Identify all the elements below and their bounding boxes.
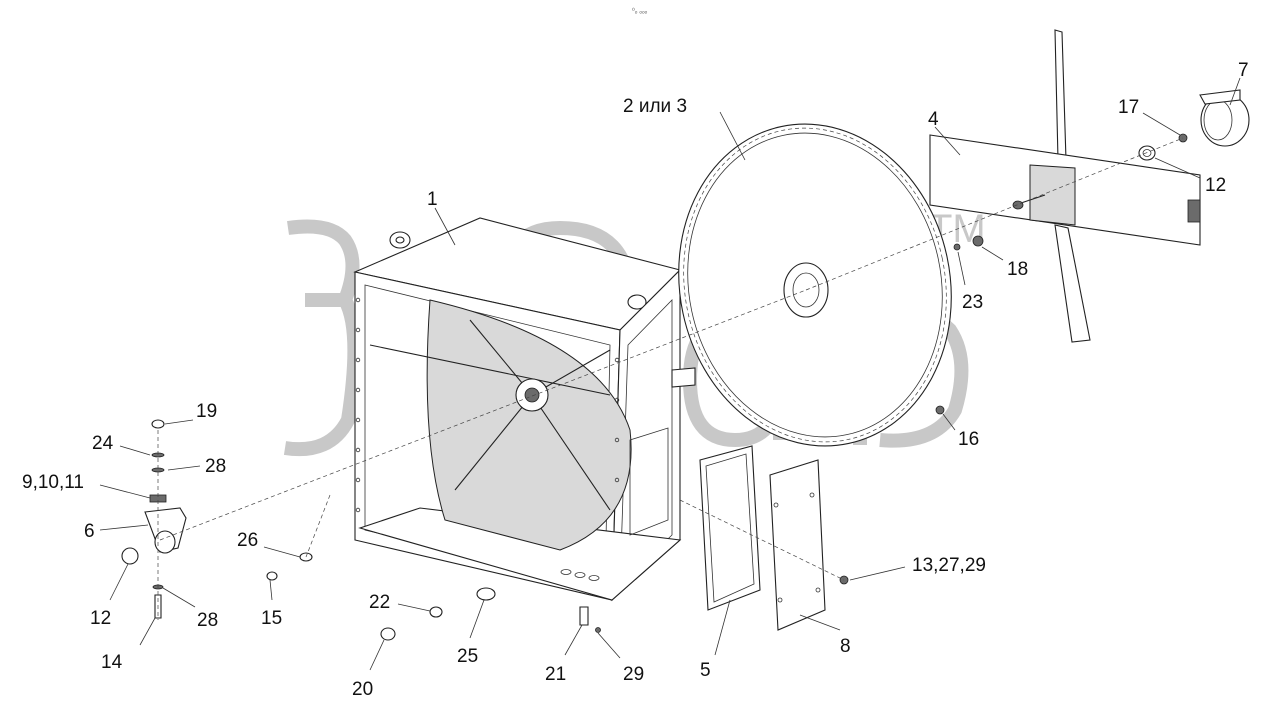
part-29-nut — [595, 627, 601, 633]
callout-8: 8 — [840, 636, 851, 657]
callout-5: 5 — [700, 660, 711, 681]
left-mount-assembly — [121, 419, 187, 620]
part-7-clamp — [1199, 89, 1250, 147]
shroud-center-hole — [792, 272, 820, 308]
callout-1: 1 — [427, 189, 438, 210]
lifting-eye-right — [627, 294, 647, 310]
callout-22: 22 — [369, 592, 390, 613]
part-21-bolt — [579, 606, 589, 626]
part-18-nut — [972, 235, 984, 247]
callout-29: 29 — [623, 664, 644, 685]
shroud-ring-inner — [687, 132, 943, 438]
cover-plate — [769, 459, 826, 631]
part-20-nut — [380, 627, 396, 641]
callout-17: 17 — [1118, 97, 1139, 118]
watermark-glyph-1 — [283, 219, 362, 457]
axis-fan — [805, 137, 1184, 291]
callout-13-27-29: 13,27,29 — [912, 555, 986, 576]
bottom-hole-3 — [588, 575, 600, 581]
axis-13 — [679, 499, 845, 581]
fan-blade-upper — [1054, 29, 1067, 161]
callout-14: 14 — [101, 652, 123, 673]
part-8-cover — [769, 459, 826, 631]
clamp-tab — [1199, 89, 1241, 105]
shroud-bolt-circle — [683, 127, 947, 443]
fan-hub — [1029, 164, 1076, 226]
part-12-bushing-right — [1138, 145, 1156, 161]
callout-21: 21 — [545, 664, 566, 685]
housing-bottom — [358, 507, 682, 601]
fan-blade-lower — [1054, 224, 1091, 343]
spoke-3 — [454, 394, 533, 491]
callout-6: 6 — [84, 521, 95, 542]
part-1-housing — [353, 217, 696, 602]
fan-shroud — [426, 299, 632, 551]
callout-24: 24 — [92, 433, 114, 454]
fan-bolt-head — [1012, 200, 1024, 210]
bottom-hole-1 — [560, 569, 572, 575]
callout-28-lower: 28 — [197, 610, 218, 631]
spoke-4 — [531, 394, 611, 511]
callout-labels: 1 2 или 3 4 7 17 12 18 23 16 19 24 28 9,… — [22, 60, 1249, 700]
part-22-washer — [429, 606, 443, 618]
part-19-nut — [151, 419, 165, 429]
callout-2-or-3: 2 или 3 — [623, 96, 687, 117]
callout-18: 18 — [1007, 259, 1028, 280]
bottom-hole-2 — [574, 572, 586, 578]
crossbar — [369, 344, 611, 396]
part-5-gasket — [699, 445, 761, 611]
callout-26: 26 — [237, 530, 258, 551]
side-bracket — [671, 367, 696, 388]
part-4-fan-assembly — [929, 29, 1201, 343]
fan-tip-block — [1187, 199, 1201, 223]
side-window-opening — [629, 427, 669, 536]
callout-20: 20 — [352, 679, 373, 700]
callout-25: 25 — [457, 646, 478, 667]
callout-28-upper: 28 — [205, 456, 226, 477]
callout-23: 23 — [962, 292, 983, 313]
callout-15: 15 — [261, 608, 282, 629]
callout-7: 7 — [1238, 60, 1249, 81]
hub-center — [524, 387, 540, 403]
gasket-inner — [705, 453, 755, 603]
callout-19: 19 — [196, 401, 217, 422]
frame-holes — [355, 297, 620, 513]
part-15-bolt — [266, 571, 278, 581]
callout-12-right: 12 — [1205, 175, 1226, 196]
callout-16: 16 — [958, 429, 979, 450]
leader-lines — [99, 77, 1241, 671]
top-mark: ⁰ₒ ₒₒₒ — [632, 7, 648, 15]
gasket-outer — [699, 445, 761, 611]
callout-4: 4 — [928, 109, 939, 130]
part-12-bushing-left — [121, 547, 139, 565]
part-23-washer — [953, 243, 961, 251]
callout-9-10-11: 9,10,11 — [22, 472, 84, 493]
axis-main — [159, 289, 807, 541]
part-16-bolt — [935, 405, 945, 415]
lifting-eye-left-hole — [395, 236, 405, 244]
housing-right-inner — [619, 299, 673, 586]
callout-12-left: 12 — [90, 608, 111, 629]
part-25-plate — [476, 587, 496, 601]
axis-26 — [305, 494, 331, 558]
